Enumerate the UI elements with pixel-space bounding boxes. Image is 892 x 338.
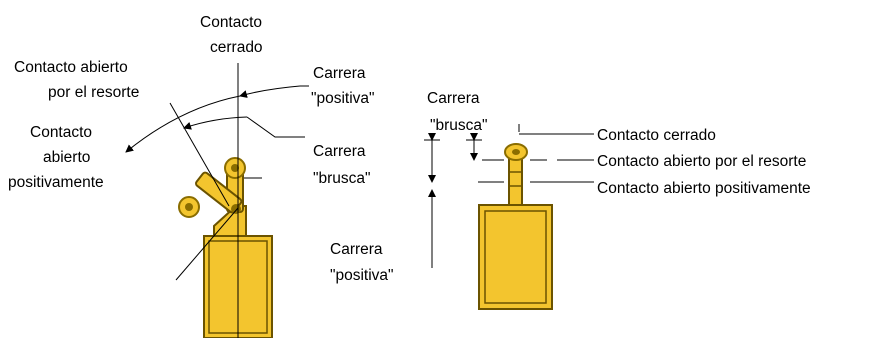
right-label-closed: Contacto cerrado [597,127,716,144]
left-label-closed-2: cerrado [210,39,263,56]
right-label-snap-1: Carrera [427,90,480,107]
left-label-spring-2: por el resorte [48,84,139,101]
left-guide-lines [125,63,309,338]
right-label-positive-1: Carrera [330,241,383,258]
left-label-positive-2: abierto [43,149,90,166]
left-label-stroke-snap-1: Carrera [313,143,366,160]
left-label-positive-3: positivamente [8,174,104,191]
left-label-stroke-positive-1: Carrera [313,65,366,82]
left-label-stroke-positive-2: "positiva" [311,90,375,107]
left-label-positive-1: Contacto [30,124,92,141]
left-label-closed-1: Contacto [200,14,262,31]
left-switch [178,157,273,338]
right-label-snap-2: "brusca" [430,117,488,134]
right-label-positive-2: "positiva" [330,267,394,284]
right-label-spring: Contacto abierto por el resorte [597,153,806,170]
right-switch-housing [478,204,553,310]
left-label-spring-1: Contacto abierto [14,59,128,76]
right-label-positive: Contacto abierto positivamente [597,180,811,197]
right-plunger [508,153,523,206]
left-label-stroke-snap-2: "brusca" [313,170,371,187]
right-switch [478,143,553,310]
right-guide-lines [424,124,594,268]
